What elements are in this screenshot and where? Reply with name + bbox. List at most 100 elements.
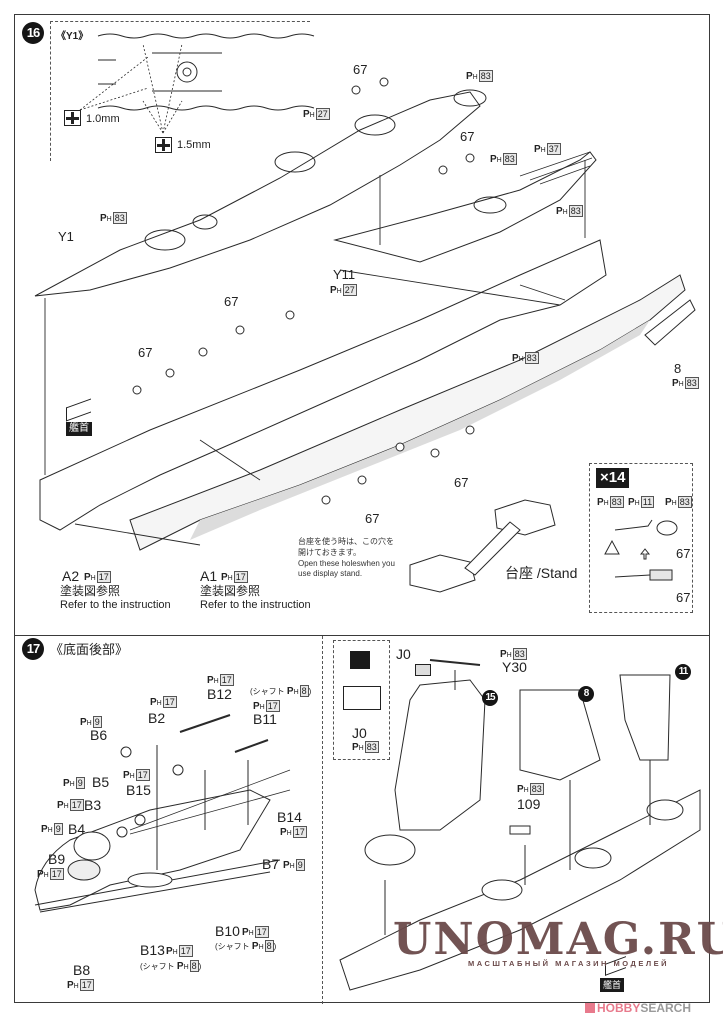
quantity-badge: ×14	[596, 468, 630, 488]
part-label-67: 67	[224, 294, 239, 309]
propeller-b6	[120, 746, 132, 758]
subassembly-ref-8: 8	[578, 686, 594, 702]
turret	[481, 879, 523, 901]
part-label-b14: B14	[277, 809, 302, 825]
part-label-b15: B15	[126, 782, 151, 798]
turret	[574, 847, 612, 869]
part-label-b12: B12	[207, 686, 232, 702]
warning-triangle-icon	[604, 539, 620, 555]
step17-title: 《底面後部》	[50, 642, 129, 657]
inset-deck-edge	[97, 105, 315, 111]
part-label-8: 8	[674, 361, 682, 376]
etched-part-inset	[333, 640, 390, 760]
paint-reference-en: Refer to the instruction	[60, 599, 171, 611]
step-number-16: 16	[22, 22, 44, 44]
funnel-assembly-8	[519, 689, 601, 781]
part-label-109: 109	[517, 796, 541, 812]
shaft-b11	[234, 739, 269, 753]
part-109	[509, 825, 531, 835]
part-label-67: 67	[353, 62, 368, 77]
gun-assembly-box	[589, 463, 693, 613]
drill-size-large: 1.5mm	[177, 139, 211, 151]
part-8	[644, 299, 696, 346]
deck-y1	[34, 91, 481, 297]
part-label-j0: J0	[396, 646, 411, 662]
turret	[473, 196, 507, 214]
part-label-b11: B11	[253, 711, 277, 727]
subassembly-ref-15: 15	[482, 690, 498, 706]
inset-turret-ring	[176, 61, 198, 83]
part-label-b4: B4	[68, 821, 86, 837]
part-label-a1: A1	[200, 568, 218, 584]
part-label-b9: B9	[48, 851, 66, 867]
bridge-tower-15	[394, 679, 486, 831]
part-label-b6: B6	[90, 727, 108, 743]
inset-deck-edge	[97, 33, 315, 39]
bow-marker: 艦首	[600, 978, 625, 992]
hull-shading	[190, 320, 650, 540]
hobbysearch-credit: HOBBYSEARCH	[585, 1002, 691, 1014]
part-label-b5: B5	[92, 774, 110, 790]
propeller-b5	[134, 814, 146, 826]
part-label-y11: Y11	[333, 267, 356, 282]
drill-size-small: 1.0mm	[86, 113, 120, 125]
hobbysearch-logo-icon	[585, 1003, 595, 1013]
y1-drill-inset	[50, 21, 310, 161]
stand-base	[409, 554, 476, 593]
shaft-b12	[179, 714, 231, 733]
rudder-b9	[73, 831, 111, 861]
watermark-logo: UNOMAG.RU	[393, 914, 723, 965]
propeller-b7	[172, 764, 184, 776]
aft-mast-11	[619, 674, 671, 761]
step17-panel	[14, 635, 710, 1003]
turret	[364, 834, 416, 866]
turret	[646, 799, 684, 821]
part-label-b10: B10	[215, 923, 240, 939]
stand-bar	[464, 521, 521, 576]
part-label-b13: B13	[140, 942, 165, 958]
part-label-b3: B3	[84, 797, 102, 813]
turret	[354, 114, 396, 136]
propeller-b4	[116, 826, 128, 838]
step-number-17: 17	[22, 638, 44, 660]
part-label-67: 67	[365, 511, 380, 526]
part-label-67: 67	[676, 590, 691, 605]
stand-note: 台座を使う時は、この穴を 開けておきます。 Open these holeswh…	[298, 537, 395, 579]
part-label-67: 67	[454, 475, 469, 490]
inset-title: 《Y1》	[56, 31, 89, 42]
etched-fret-j0	[343, 686, 381, 710]
part-label-y1: Y1	[58, 229, 74, 244]
stand-label: 台座 /Stand	[505, 565, 578, 581]
bow-marker: 艦首	[66, 422, 92, 436]
step17-divider	[322, 636, 323, 1004]
turret	[453, 89, 487, 107]
deck-aft-stripes	[519, 151, 593, 185]
turret	[144, 229, 186, 251]
part-label-y30: Y30	[502, 659, 527, 675]
turret	[274, 151, 316, 173]
part-label-a2: A2	[62, 568, 80, 584]
part-label-b2: B2	[148, 710, 166, 726]
